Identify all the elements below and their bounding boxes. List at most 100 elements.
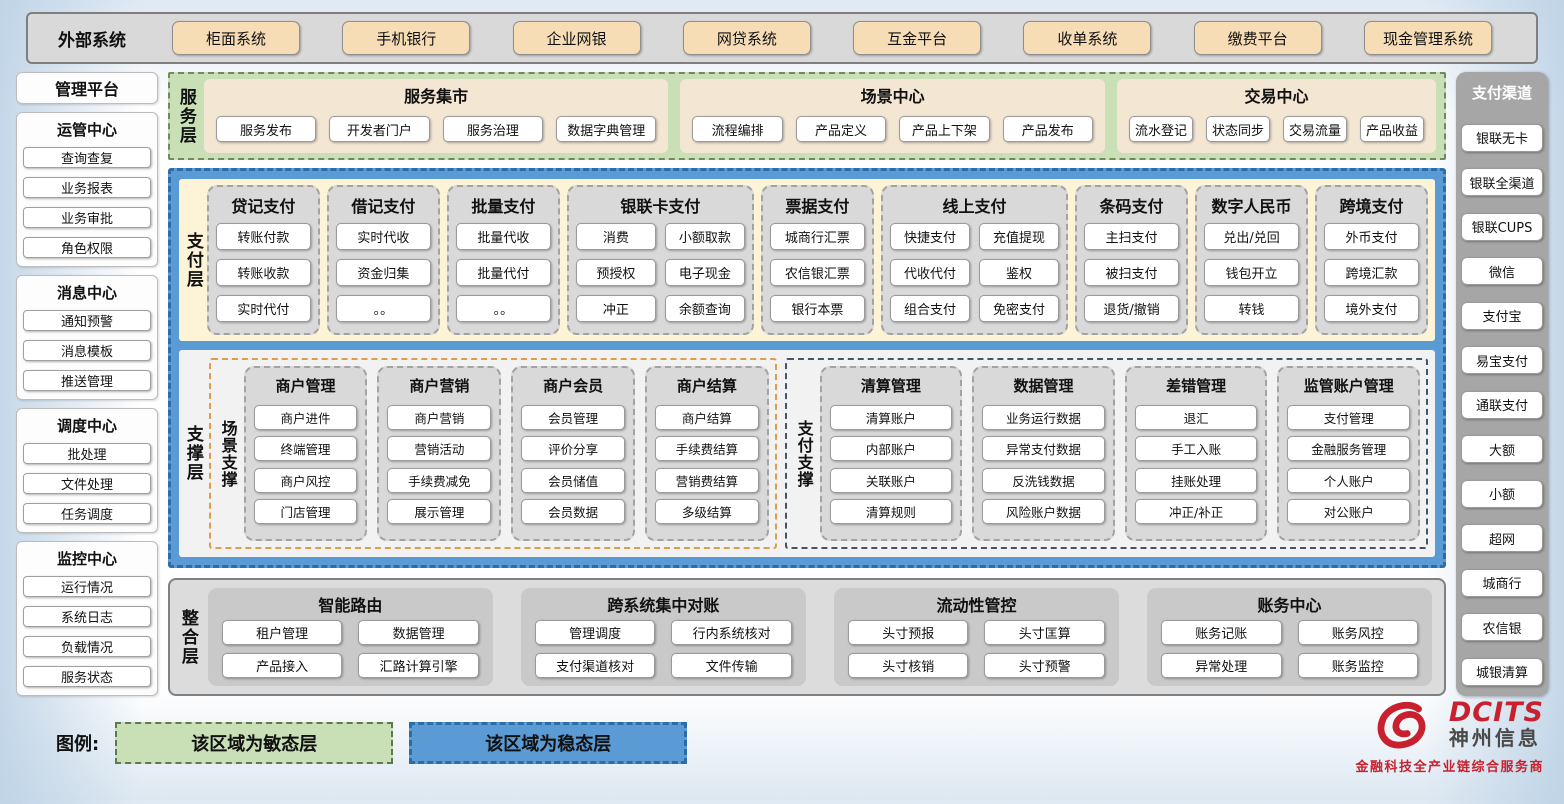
support-item-button[interactable]: 手续费结算 [655, 436, 759, 462]
management-item-button[interactable]: 消息模板 [23, 340, 151, 361]
payment-item-button[interactable]: 预授权 [575, 258, 656, 286]
payment-item-button[interactable]: 消费 [575, 223, 656, 251]
management-item-button[interactable]: 查询查复 [23, 147, 151, 168]
integration-item-button[interactable]: 管理调度 [534, 620, 656, 645]
management-item-button[interactable]: 通知预警 [23, 310, 151, 331]
payment-item-button[interactable]: 农信银汇票 [769, 258, 865, 286]
support-item-button[interactable]: 手工入账 [1134, 436, 1258, 462]
service-item-button[interactable]: 产品定义 [795, 116, 887, 142]
payment-item-button[interactable]: 城商行汇票 [769, 223, 865, 251]
integration-item-button[interactable]: 异常处理 [1160, 653, 1282, 678]
support-item-button[interactable]: 挂账处理 [1134, 467, 1258, 493]
integration-item-button[interactable]: 汇路计算引擎 [358, 653, 479, 678]
channel-button[interactable]: 通联支付 [1461, 390, 1543, 419]
integration-item-button[interactable]: 租户管理 [221, 620, 343, 645]
support-item-button[interactable]: 个人账户 [1287, 467, 1411, 493]
management-item-button[interactable]: 推送管理 [23, 370, 151, 391]
channel-button[interactable]: 银联全渠道 [1461, 168, 1543, 197]
payment-item-button[interactable]: 跨境汇款 [1324, 258, 1420, 286]
integration-item-button[interactable]: 产品接入 [221, 653, 343, 678]
service-item-button[interactable]: 服务发布 [215, 116, 317, 142]
support-item-button[interactable]: 手续费减免 [387, 467, 492, 493]
management-item-button[interactable]: 负载情况 [23, 636, 151, 657]
payment-item-button[interactable]: 免密支付 [978, 294, 1060, 322]
service-item-button[interactable]: 开发者门户 [329, 116, 430, 142]
support-item-button[interactable]: 支付管理 [1287, 404, 1411, 430]
external-system-button[interactable]: 企业网银 [512, 21, 641, 55]
support-item-button[interactable]: 商户营销 [387, 404, 492, 430]
support-item-button[interactable]: 终端管理 [253, 436, 358, 462]
payment-item-button[interactable]: 代收代付 [889, 258, 970, 286]
channel-button[interactable]: 微信 [1461, 257, 1543, 286]
support-item-button[interactable]: 商户结算 [655, 404, 759, 430]
support-item-button[interactable]: 关联账户 [829, 467, 953, 493]
support-item-button[interactable]: 会员管理 [521, 404, 626, 430]
service-item-button[interactable]: 产品收益 [1359, 116, 1424, 142]
management-item-button[interactable]: 业务报表 [23, 177, 151, 198]
payment-item-button[interactable]: 转账付款 [215, 223, 311, 251]
channel-button[interactable]: 城银清算 [1461, 657, 1543, 686]
channel-button[interactable]: 易宝支付 [1461, 346, 1543, 375]
support-item-button[interactable]: 对公账户 [1287, 499, 1411, 525]
support-item-button[interactable]: 多级结算 [655, 499, 759, 525]
management-item-button[interactable]: 系统日志 [23, 606, 151, 627]
payment-item-button[interactable]: 实时代付 [215, 294, 311, 322]
support-item-button[interactable]: 金融服务管理 [1287, 436, 1411, 462]
service-item-button[interactable]: 产品发布 [1002, 116, 1093, 142]
support-item-button[interactable]: 会员储值 [521, 467, 626, 493]
channel-button[interactable]: 小额 [1461, 479, 1543, 508]
integration-item-button[interactable]: 行内系统核对 [671, 620, 792, 645]
support-item-button[interactable]: 反洗钱数据 [982, 467, 1105, 493]
service-item-button[interactable]: 交易流量 [1282, 116, 1347, 142]
support-item-button[interactable]: 异常支付数据 [982, 436, 1105, 462]
channel-button[interactable]: 银联无卡 [1461, 123, 1543, 152]
payment-item-button[interactable]: 转钱 [1204, 294, 1300, 322]
external-system-button[interactable]: 手机银行 [342, 21, 471, 55]
integration-item-button[interactable]: 账务监控 [1297, 653, 1419, 678]
payment-item-button[interactable]: 组合支付 [889, 294, 970, 322]
payment-item-button[interactable]: 批量代付 [455, 258, 551, 286]
external-system-button[interactable]: 收单系统 [1023, 21, 1152, 55]
payment-item-button[interactable]: 资金归集 [335, 258, 431, 286]
support-item-button[interactable]: 清算账户 [829, 404, 953, 430]
service-item-button[interactable]: 数据字典管理 [556, 116, 657, 142]
payment-item-button[interactable]: 银行本票 [769, 294, 865, 322]
support-item-button[interactable]: 冲正/补正 [1134, 499, 1258, 525]
support-item-button[interactable]: 商户风控 [253, 467, 358, 493]
integration-item-button[interactable]: 头寸核销 [847, 653, 969, 678]
payment-item-button[interactable]: 。。 [335, 294, 431, 322]
payment-item-button[interactable]: 鉴权 [978, 258, 1060, 286]
support-item-button[interactable]: 会员数据 [521, 499, 626, 525]
service-item-button[interactable]: 流程编排 [692, 116, 783, 142]
payment-item-button[interactable]: 被扫支付 [1084, 258, 1180, 286]
integration-item-button[interactable]: 账务记账 [1160, 620, 1282, 645]
channel-button[interactable]: 城商行 [1461, 568, 1543, 597]
payment-item-button[interactable]: 小额取款 [664, 223, 745, 251]
payment-item-button[interactable]: 实时代收 [335, 223, 431, 251]
external-system-button[interactable]: 现金管理系统 [1363, 21, 1492, 55]
support-item-button[interactable]: 商户进件 [253, 404, 358, 430]
management-item-button[interactable]: 运行情况 [23, 576, 151, 597]
service-item-button[interactable]: 流水登记 [1128, 116, 1193, 142]
integration-item-button[interactable]: 账务风控 [1297, 620, 1419, 645]
payment-item-button[interactable]: 转账收款 [215, 258, 311, 286]
integration-item-button[interactable]: 数据管理 [358, 620, 479, 645]
integration-item-button[interactable]: 文件传输 [671, 653, 792, 678]
management-item-button[interactable]: 业务审批 [23, 207, 151, 228]
payment-item-button[interactable]: 快捷支付 [889, 223, 970, 251]
management-item-button[interactable]: 文件处理 [23, 473, 151, 494]
integration-item-button[interactable]: 头寸预警 [984, 653, 1105, 678]
integration-item-button[interactable]: 支付渠道核对 [534, 653, 656, 678]
channel-button[interactable]: 支付宝 [1461, 301, 1543, 330]
support-item-button[interactable]: 清算规则 [829, 499, 953, 525]
management-item-button[interactable]: 任务调度 [23, 503, 151, 524]
payment-item-button[interactable]: 充值提现 [978, 223, 1060, 251]
payment-item-button[interactable]: 冲正 [575, 294, 656, 322]
external-system-button[interactable]: 互金平台 [853, 21, 982, 55]
channel-button[interactable]: 大额 [1461, 435, 1543, 464]
payment-item-button[interactable]: 退货/撤销 [1084, 294, 1180, 322]
payment-item-button[interactable]: 钱包开立 [1204, 258, 1300, 286]
management-item-button[interactable]: 服务状态 [23, 666, 151, 687]
payment-item-button[interactable]: 外币支付 [1324, 223, 1420, 251]
management-item-button[interactable]: 批处理 [23, 443, 151, 464]
